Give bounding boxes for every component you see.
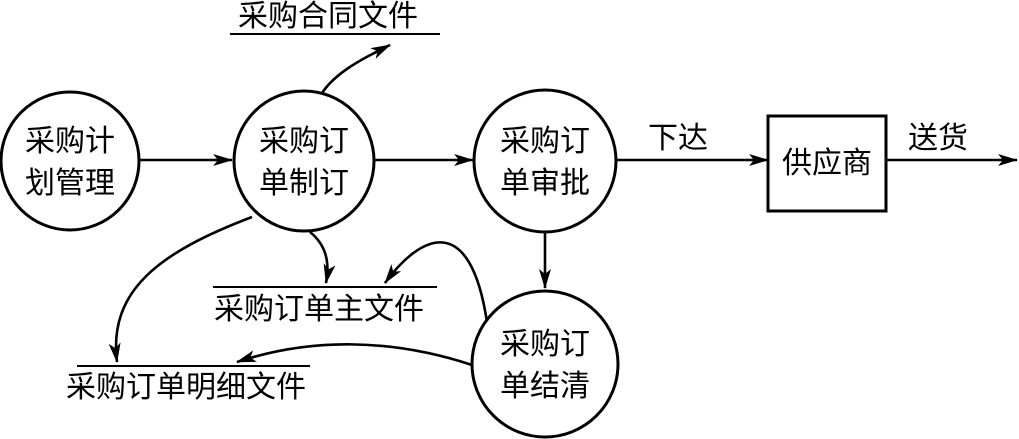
order-creation-line1: 采购订 (259, 124, 349, 159)
arrow-creation-to-master-file (309, 230, 336, 284)
plan-management-line1: 采购计 (25, 124, 115, 159)
supplier-label: 供应商 (782, 146, 872, 181)
order-creation-line2: 单制订 (259, 166, 349, 201)
plan-management-line2: 划管理 (25, 166, 115, 201)
contract-file-label: 采购合同文件 (238, 0, 418, 34)
process-plan-management: 采购计 划管理 (0, 90, 141, 232)
process-order-creation: 采购订 单制订 (232, 89, 376, 233)
order-approval-line2: 单审批 (500, 166, 590, 201)
flow-label-issue: 下达 (648, 121, 708, 156)
order-settlement-line1: 采购订 (500, 327, 590, 362)
flow-label-deliver: 送货 (908, 121, 968, 156)
data-store-order-detail-file: 采购订单明细文件 (66, 365, 310, 405)
arrow-creation-to-contract-file (316, 43, 391, 101)
order-approval-line1: 采购订 (500, 124, 590, 159)
data-store-contract-file: 采购合同文件 (230, 0, 440, 35)
arrow-creation-to-detail-file (108, 215, 253, 363)
order-detail-file-label: 采购订单明细文件 (66, 370, 306, 405)
process-order-approval: 采购订 单审批 (472, 88, 618, 234)
order-settlement-line2: 单结清 (500, 369, 590, 404)
arrow-settlement-to-detail-file (236, 343, 473, 367)
order-master-file-label: 采购订单主文件 (214, 292, 424, 327)
process-order-settlement: 采购订 单结清 (470, 289, 620, 439)
data-store-order-master-file: 采购订单主文件 (213, 286, 437, 327)
entity-supplier: 供应商 (766, 114, 888, 213)
arrow-settlement-to-master-file (383, 241, 489, 323)
